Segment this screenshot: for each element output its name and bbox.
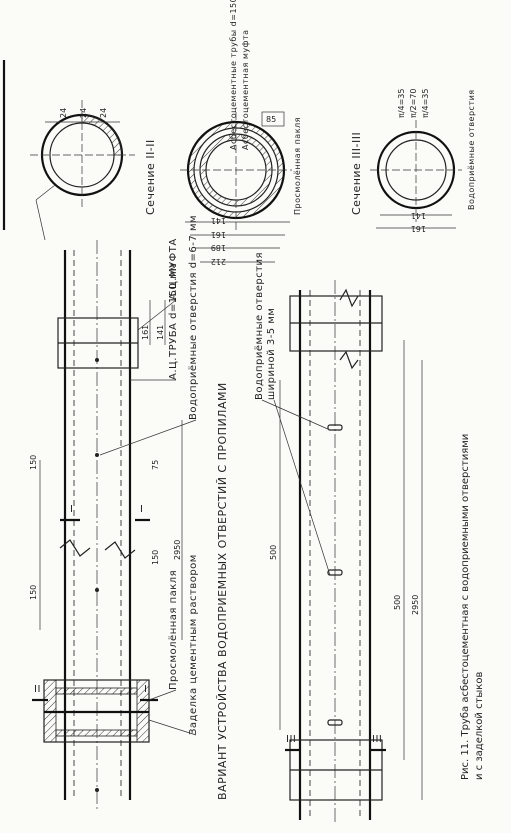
sec3-holes-label: Водоприёмные отверстия	[467, 89, 476, 210]
dim-161c: 161	[411, 224, 426, 233]
slot-holes-label-2: шириной 3-5 мм	[266, 308, 277, 400]
dim-500b: 500	[393, 595, 402, 610]
sec2-title: Сечение II-II	[144, 139, 157, 215]
slot-holes-label-1: Водоприёмные отверстия	[254, 252, 265, 400]
dim-r1: π/4=35	[397, 89, 406, 118]
upper-pipe	[43, 240, 150, 810]
section-III: 141 161 π/4=35 π/2=70 π/4=35 Водоприёмны…	[350, 89, 476, 233]
dim-141a: 141	[156, 325, 165, 340]
mark-II-a: II	[34, 684, 41, 695]
caption-line-2: и с заделкой стыков	[474, 672, 485, 780]
dim-150c: 150	[151, 550, 160, 565]
upper-dimensions: 150 150 150 75 2950 161 141	[29, 300, 183, 640]
slot-leader-2	[273, 399, 331, 576]
holes-label: Водоприёмные отверстия d=6-7 мм	[188, 215, 199, 420]
dim-141c: 141	[411, 211, 426, 220]
dim-161a: 161	[141, 325, 150, 340]
dim-212: 212	[211, 257, 226, 266]
mark-III-b: III	[372, 734, 382, 745]
dim-75: 75	[151, 460, 160, 470]
dim-189: 189	[211, 243, 226, 252]
dim-150a: 150	[29, 585, 38, 600]
mark-III-a: III	[286, 734, 296, 745]
coupling-label: А.Ц.МУФТА	[168, 238, 179, 300]
dim-161b: 161	[211, 230, 226, 239]
mark-II-b: II	[144, 684, 151, 695]
dim-r2: π/2=70	[409, 89, 418, 118]
dim-85: 85	[266, 115, 276, 124]
mark-I-b: I	[140, 504, 143, 515]
slot-leader-1	[261, 399, 331, 431]
caption-line-1: Рис. 11. Труба асбестоцементная с водопр…	[460, 434, 471, 780]
pipe-label: А.Ц.ТРУБА d=150 мм	[168, 263, 179, 380]
drawing-title: ВАРИАНТ УСТРОЙСТВА ВОДОПРИЕМНЫХ ОТВЕРСТИ…	[216, 382, 229, 800]
lower-dimensions: 500 500 2950 III III	[269, 340, 423, 800]
section-II: 141 161 189 212 85 Асбестоцементные труб…	[144, 0, 302, 266]
cement-seal-label: Заделка цементным раствором	[188, 554, 199, 735]
section-I: 24 24 24	[30, 100, 135, 241]
tar-tow-label: Просмолённая пакля	[168, 570, 179, 690]
dim-q3: 24	[99, 108, 108, 118]
lower-pipe	[289, 280, 383, 825]
dim-2950b: 2950	[411, 595, 420, 615]
leaders-upper	[99, 299, 197, 736]
sec2-tow-label: Просмолённая пакля	[293, 117, 302, 215]
dim-q2: 24	[79, 108, 88, 118]
dim-150b: 150	[29, 455, 38, 470]
sec3-title: Сечение III-III	[350, 132, 363, 215]
section-marks-upper: I I II II	[32, 504, 158, 702]
dim-2950a: 2950	[173, 540, 182, 560]
mark-I-a: I	[70, 504, 73, 515]
dim-r3: π/4=35	[421, 89, 430, 118]
dim-141b: 141	[211, 216, 226, 225]
dim-500a: 500	[269, 545, 278, 560]
sec2-coupling-label: Асбестоцементная муфта	[241, 29, 250, 150]
sec2-pipes-label: Асбестоцементные трубы d=150	[229, 0, 238, 150]
dim-q1: 24	[59, 108, 68, 118]
